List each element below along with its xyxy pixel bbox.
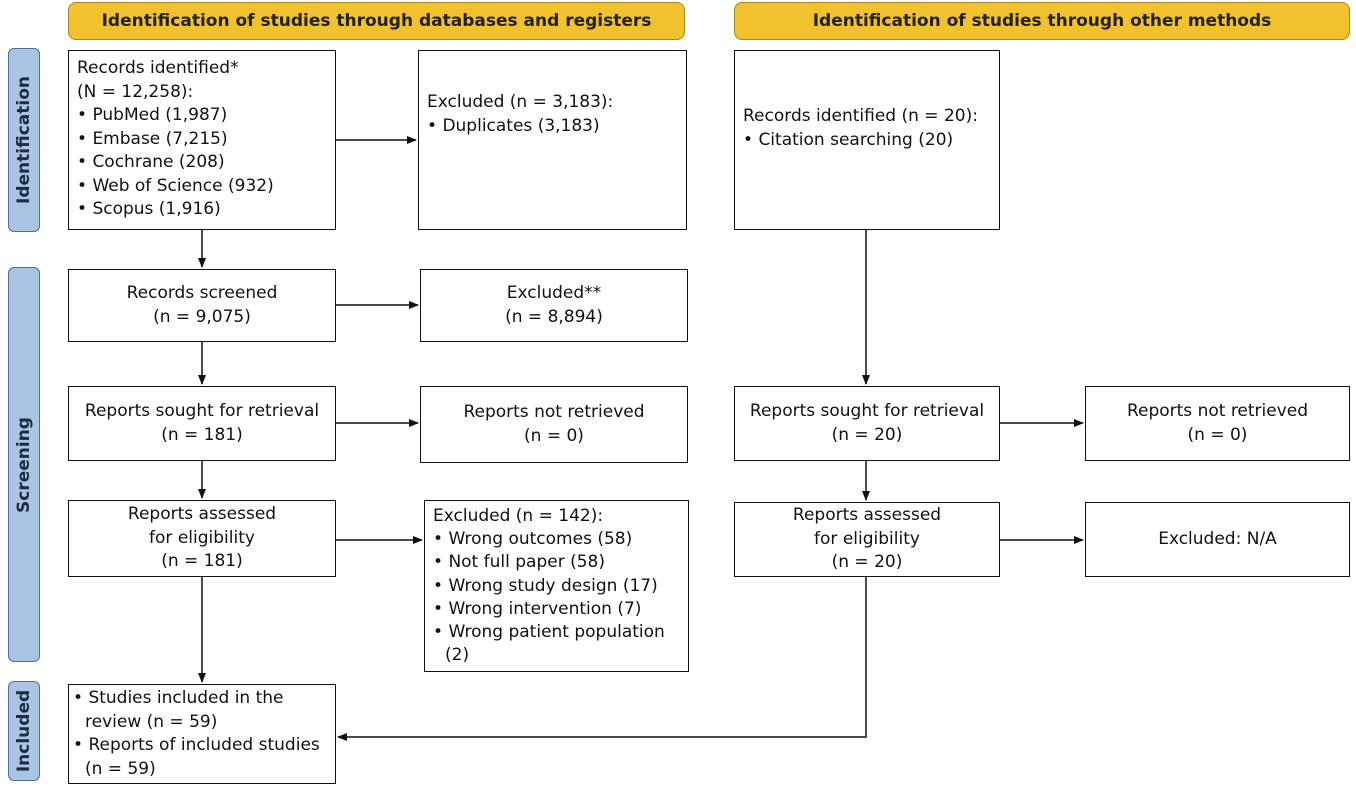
excluded-wrong-study-design: Wrong study design (17) xyxy=(433,575,682,598)
excluded-assessment-box: Excluded (n = 142): Wrong outcomes (58) … xyxy=(424,500,689,672)
excluded-wrong-patient-population: Wrong patient population (2) xyxy=(433,621,682,667)
included-box: Studies included in the review (n = 59) … xyxy=(68,684,336,784)
other-reports-sought-count: (n = 20) xyxy=(831,424,903,445)
other-reports-sought-box: Reports sought for retrieval (n = 20) xyxy=(734,386,1000,461)
other-reports-not-retrieved-box: Reports not retrieved (n = 0) xyxy=(1085,386,1350,461)
excluded-screening-count: (n = 8,894) xyxy=(505,306,603,327)
excluded-screening-box: Excluded** (n = 8,894) xyxy=(420,269,688,342)
excluded-wrong-outcomes: Wrong outcomes (58) xyxy=(433,528,682,551)
phase-screening: Screening xyxy=(8,267,40,662)
excluded-wrong-intervention: Wrong intervention (7) xyxy=(433,598,682,621)
excluded-duplicates-box: Excluded (n = 3,183): Duplicates (3,183) xyxy=(418,50,687,230)
reports-of-included-studies: Reports of included studies (n = 59) xyxy=(73,734,331,781)
other-records-identified-box: Records identified (n = 20): Citation se… xyxy=(734,50,1000,230)
arrow-other-assessed-to-included xyxy=(337,577,867,741)
reports-sought-count: (n = 181) xyxy=(161,424,243,445)
other-reports-assessed-line2: for eligibility xyxy=(814,528,920,549)
excluded-duplicates-title: Excluded (n = 3,183): xyxy=(427,92,614,112)
reports-sought-label: Reports sought for retrieval xyxy=(84,401,320,421)
source-embase: Embase (7,215) xyxy=(77,128,329,152)
reports-not-retrieved-label: Reports not retrieved xyxy=(463,402,645,422)
other-excluded-label: Excluded: N/A xyxy=(1158,528,1277,549)
source-pubmed: PubMed (1,987) xyxy=(77,104,329,128)
other-reports-not-retrieved-label: Reports not retrieved xyxy=(1126,401,1309,421)
source-cochrane: Cochrane (208) xyxy=(77,151,329,175)
reports-assessed-box: Reports assessed for eligibility (n = 18… xyxy=(68,500,336,577)
header-other-methods-label: Identification of studies through other … xyxy=(812,11,1272,31)
reports-sought-box: Reports sought for retrieval (n = 181) xyxy=(68,386,336,461)
records-identified-title: Records identified* xyxy=(77,58,239,78)
source-web-of-science: Web of Science (932) xyxy=(77,175,329,199)
header-databases: Identification of studies through databa… xyxy=(68,2,685,40)
other-reports-assessed-count: (n = 20) xyxy=(831,552,903,573)
other-reports-not-retrieved-count: (n = 0) xyxy=(1187,424,1248,445)
studies-included: Studies included in the review (n = 59) xyxy=(73,687,331,734)
records-identified-total: (N = 12,258): xyxy=(77,81,194,102)
records-screened-count: (n = 9,075) xyxy=(153,306,251,327)
other-reports-assessed-line1: Reports assessed xyxy=(792,505,942,526)
phase-identification: Identification xyxy=(8,48,40,232)
header-other-methods: Identification of studies through other … xyxy=(734,2,1350,40)
other-reports-sought-label: Reports sought for retrieval xyxy=(749,401,985,421)
source-scopus: Scopus (1,916) xyxy=(77,198,329,222)
excluded-not-full-paper: Not full paper (58) xyxy=(433,551,682,574)
other-reports-assessed-box: Reports assessed for eligibility (n = 20… xyxy=(734,502,1000,577)
records-identified-box: Records identified* (N = 12,258): PubMed… xyxy=(68,50,336,230)
reports-assessed-line2: for eligibility xyxy=(149,527,255,548)
other-records-identified-title: Records identified (n = 20): xyxy=(743,106,978,126)
excluded-duplicates-item: Duplicates (3,183) xyxy=(427,115,680,139)
reports-not-retrieved-box: Reports not retrieved (n = 0) xyxy=(420,386,688,463)
citation-searching-item: Citation searching (20) xyxy=(743,129,993,153)
reports-not-retrieved-count: (n = 0) xyxy=(524,425,584,446)
excluded-screening-label: Excluded** xyxy=(506,283,602,303)
reports-assessed-line1: Reports assessed xyxy=(127,504,277,525)
records-screened-label: Records screened xyxy=(126,283,278,303)
records-screened-box: Records screened (n = 9,075) xyxy=(68,269,336,342)
reports-assessed-count: (n = 181) xyxy=(161,551,243,572)
excluded-assessment-title: Excluded (n = 142): xyxy=(433,506,604,526)
other-excluded-box: Excluded: N/A xyxy=(1085,502,1350,577)
header-databases-label: Identification of studies through databa… xyxy=(101,11,652,31)
phase-included: Included xyxy=(8,681,40,781)
